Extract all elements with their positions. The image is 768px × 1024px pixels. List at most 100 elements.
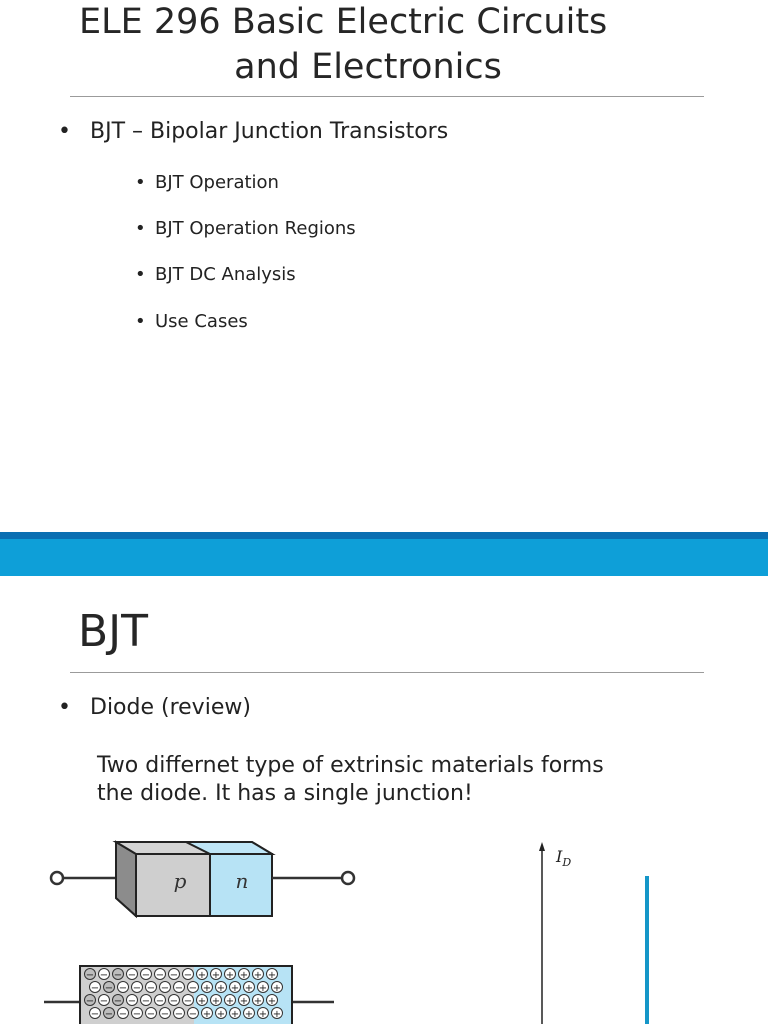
- carrier-sign: +: [268, 996, 276, 1007]
- carrier-sign: −: [100, 996, 108, 1007]
- carrier-sign: −: [119, 983, 127, 994]
- carrier: [215, 981, 227, 993]
- slide-divider-edge: [0, 532, 768, 539]
- p-label: p: [174, 869, 187, 893]
- carrier-sign: +: [203, 1009, 211, 1020]
- carrier-sign: +: [226, 996, 234, 1007]
- carrier-sign: −: [142, 996, 150, 1007]
- carrier: [103, 1007, 115, 1019]
- carrier: [196, 994, 208, 1006]
- carrier: [257, 1007, 269, 1019]
- carrier-sign: +: [231, 983, 239, 994]
- carrier: [126, 968, 138, 980]
- carrier: [131, 1007, 143, 1019]
- sub-bullet-text: BJT Operation Regions: [155, 218, 356, 239]
- carrier: [140, 994, 152, 1006]
- carrier-sign: −: [91, 983, 99, 994]
- pn-junction-diagram: p n: [49, 840, 356, 919]
- carrier: [224, 994, 236, 1006]
- carrier-sign: −: [170, 996, 178, 1007]
- carrier: [252, 994, 264, 1006]
- carrier-sign: +: [217, 1009, 225, 1020]
- carrier: [89, 1007, 101, 1019]
- carrier: [271, 1007, 283, 1019]
- bullet-dot: •: [135, 311, 146, 332]
- carrier: [117, 981, 129, 993]
- carrier-sign: +: [240, 996, 248, 1007]
- carrier-sign: +: [245, 1009, 253, 1020]
- carrier-sign: −: [128, 970, 136, 981]
- sub-bullet-text: BJT DC Analysis: [155, 264, 296, 285]
- main-bullet-text: BJT – Bipolar Junction Transistors: [90, 119, 449, 144]
- carrier: [168, 994, 180, 1006]
- carrier-sign: −: [105, 983, 113, 994]
- carrier-sign: +: [212, 970, 220, 981]
- n-region: [209, 853, 273, 917]
- carrier: [201, 1007, 213, 1019]
- carrier-sign: −: [184, 970, 192, 981]
- carrier: [187, 1007, 199, 1019]
- carrier: [257, 981, 269, 993]
- carrier: [117, 1007, 129, 1019]
- carrier: [201, 981, 213, 993]
- iv-graph: ID: [539, 842, 649, 1024]
- carrier: [210, 994, 222, 1006]
- carrier: [224, 968, 236, 980]
- carrier-sign: −: [100, 970, 108, 981]
- bar-outline: [79, 965, 293, 1024]
- carrier: [98, 994, 110, 1006]
- right-terminal: [340, 870, 356, 886]
- carrier-sign: −: [189, 983, 197, 994]
- carrier: [168, 968, 180, 980]
- diode-paragraph: Two differnet type of extrinsic material…: [97, 752, 657, 808]
- carrier: [187, 981, 199, 993]
- carrier-sign: −: [175, 1009, 183, 1020]
- carrier-sign: −: [156, 970, 164, 981]
- carrier: [145, 1007, 157, 1019]
- depletion-region-diagram: −−−−−−−−++++++−−−−−−−−++++++−−−−−−−−++++…: [44, 965, 334, 1024]
- carrier: [243, 981, 255, 993]
- carrier-sign: −: [189, 1009, 197, 1020]
- carrier-sign: +: [268, 970, 276, 981]
- title-rule: [70, 96, 704, 97]
- carrier: [173, 981, 185, 993]
- bullet-dot: •: [135, 172, 146, 193]
- title-line-2: and Electronics: [234, 47, 502, 87]
- carrier-sign: +: [226, 970, 234, 981]
- slide-1-title: ELE 296 Basic Electric Circuits and Elec…: [0, 0, 736, 90]
- carrier: [238, 968, 250, 980]
- bullet-dot: •: [135, 218, 146, 239]
- carrier-sign: −: [161, 1009, 169, 1020]
- carrier-sign: +: [259, 1009, 267, 1020]
- carrier: [103, 981, 115, 993]
- carrier-sign: −: [133, 983, 141, 994]
- carrier: [182, 968, 194, 980]
- carrier-sign: −: [114, 970, 122, 981]
- carrier: [154, 994, 166, 1006]
- carrier-sign: −: [147, 983, 155, 994]
- left-terminal: [49, 870, 65, 886]
- carrier: [98, 968, 110, 980]
- carrier-sign: −: [142, 970, 150, 981]
- carrier-sign: +: [198, 970, 206, 981]
- carrier: [131, 981, 143, 993]
- carrier: [159, 981, 171, 993]
- slide-2-title: BJT: [78, 606, 149, 657]
- n-label: n: [236, 869, 249, 893]
- carrier: [154, 968, 166, 980]
- diode-bullet-text: Diode (review): [90, 695, 251, 720]
- carrier: [89, 981, 101, 993]
- carrier-sign: −: [184, 996, 192, 1007]
- carrier-sign: +: [217, 983, 225, 994]
- carrier-sign: +: [254, 996, 262, 1007]
- title-rule: [70, 672, 704, 673]
- carrier: [243, 1007, 255, 1019]
- carrier-sign: −: [119, 1009, 127, 1020]
- carrier-sign: −: [86, 970, 94, 981]
- carrier-sign: +: [273, 983, 281, 994]
- carrier: [229, 1007, 241, 1019]
- slide-divider: [0, 532, 768, 576]
- bullet-dot: •: [135, 264, 146, 285]
- carrier-sign: −: [91, 1009, 99, 1020]
- carrier: [271, 981, 283, 993]
